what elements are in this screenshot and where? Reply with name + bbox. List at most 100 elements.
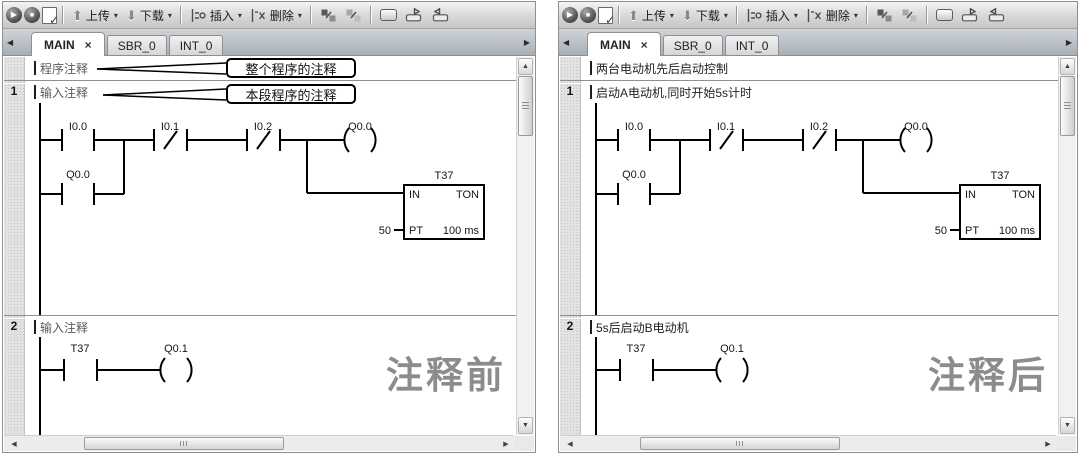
network-1-comment[interactable]: 输入注释 bbox=[40, 85, 89, 100]
dropdown-arrow-icon[interactable]: ▾ bbox=[793, 10, 798, 20]
network-1-comment[interactable]: 启动A电动机,同时开始5s计时 bbox=[596, 85, 753, 100]
dropdown-arrow-icon[interactable]: ▾ bbox=[669, 10, 674, 20]
project-compare-button[interactable] bbox=[317, 7, 340, 24]
tab-scroll-right-button[interactable]: ▶ bbox=[523, 38, 530, 47]
ladder-editor[interactable]: 程序注释 1 输入注释 bbox=[4, 57, 534, 435]
horizontal-scrollbar[interactable]: ◀ ▶ bbox=[4, 435, 514, 451]
next-bookmark-button[interactable] bbox=[958, 7, 982, 23]
tab-scroll-right-button[interactable]: ▶ bbox=[1065, 38, 1072, 47]
network-comment-row[interactable]: 输入注释 bbox=[34, 319, 88, 335]
compile-button[interactable]: ✓ bbox=[598, 6, 615, 27]
timer-type-label: TON bbox=[1012, 189, 1035, 201]
vertical-scrollbar[interactable]: ▲ ▼ bbox=[1058, 57, 1076, 435]
scroll-up-button[interactable]: ▲ bbox=[1060, 58, 1075, 75]
check-icon: ✓ bbox=[604, 12, 615, 27]
network-2-comment[interactable]: 5s后启动B电动机 bbox=[596, 320, 689, 335]
delete-network-icon bbox=[251, 8, 265, 22]
run-button[interactable]: ▶ bbox=[562, 7, 578, 23]
dropdown-arrow-icon[interactable]: ▾ bbox=[853, 10, 858, 20]
compile-button[interactable]: ✓ bbox=[42, 6, 59, 26]
program-comment-row[interactable]: 程序注释 bbox=[34, 60, 88, 76]
dropdown-arrow-icon[interactable]: ▾ bbox=[723, 10, 728, 20]
tab-int0[interactable]: INT_0 bbox=[168, 35, 224, 55]
tab-sbr0[interactable]: SBR_0 bbox=[106, 35, 167, 55]
insert-network-button[interactable]: 插入 ▾ bbox=[743, 6, 801, 25]
download-button[interactable]: ⬇ 下载 ▾ bbox=[123, 6, 175, 25]
tab-int0[interactable]: INT_0 bbox=[724, 35, 780, 55]
program-comment[interactable]: 两台电动机先后启动控制 bbox=[596, 61, 729, 76]
network-comment-row[interactable]: 启动A电动机,同时开始5s计时 bbox=[590, 84, 752, 100]
insert-network-button[interactable]: 插入 ▾ bbox=[187, 6, 245, 25]
toolbar-separator bbox=[865, 6, 868, 24]
tab-sbr0[interactable]: SBR_0 bbox=[662, 35, 723, 55]
scroll-down-button[interactable]: ▼ bbox=[518, 417, 533, 434]
scroll-right-button[interactable]: ▶ bbox=[503, 440, 509, 448]
network-number: 2 bbox=[10, 319, 18, 333]
tab-main[interactable]: MAIN × bbox=[31, 32, 105, 56]
next-bookmark-button[interactable] bbox=[402, 7, 426, 23]
tab-scroll-left-button[interactable]: ◀ bbox=[7, 38, 14, 47]
horizontal-scroll-thumb[interactable] bbox=[640, 437, 840, 450]
project-compare-button-disabled[interactable] bbox=[342, 7, 365, 24]
scroll-left-button[interactable]: ◀ bbox=[567, 440, 573, 448]
project-compare-button-disabled[interactable] bbox=[898, 7, 921, 24]
delete-network-icon bbox=[807, 8, 821, 22]
dropdown-arrow-icon[interactable]: ▾ bbox=[237, 10, 242, 20]
toolbar-separator bbox=[62, 6, 64, 24]
comment-cursor-bar bbox=[590, 320, 592, 334]
close-icon[interactable]: × bbox=[640, 37, 648, 52]
prev-bookmark-button[interactable] bbox=[428, 7, 452, 23]
toolbar-separator bbox=[925, 6, 928, 24]
run-button[interactable]: ▶ bbox=[6, 7, 22, 23]
contact-label: I0.1 bbox=[717, 121, 735, 133]
ladder-network-1[interactable]: I0.0 I0.1 I0.2 Q0.0 Q0.0 T37 IN TON PT 1… bbox=[26, 103, 526, 315]
scroll-down-button[interactable]: ▼ bbox=[1060, 417, 1075, 434]
upload-button[interactable]: ⬆ 上传 ▾ bbox=[69, 6, 121, 25]
dropdown-arrow-icon[interactable]: ▾ bbox=[113, 10, 118, 20]
stop-button[interactable]: ■ bbox=[580, 7, 596, 23]
program-comment-row[interactable]: 两台电动机先后启动控制 bbox=[590, 60, 728, 76]
program-comment[interactable]: 程序注释 bbox=[40, 61, 89, 76]
coil-label: Q0.0 bbox=[348, 121, 372, 133]
delete-network-button[interactable]: 删除 ▾ bbox=[803, 6, 861, 25]
dropdown-arrow-icon[interactable]: ▾ bbox=[297, 10, 302, 20]
dropdown-arrow-icon[interactable]: ▾ bbox=[167, 10, 172, 20]
callout-program-comment: 整个程序的注释 bbox=[226, 58, 356, 78]
tab-scroll-left-button[interactable]: ◀ bbox=[563, 38, 570, 47]
scroll-right-button[interactable]: ▶ bbox=[1045, 440, 1051, 448]
vertical-scrollbar[interactable]: ▲ ▼ bbox=[516, 57, 534, 435]
upload-button[interactable]: ⬆ 上传 ▾ bbox=[625, 6, 677, 25]
network-comment-row[interactable]: 5s后启动B电动机 bbox=[590, 319, 689, 335]
ladder-editor[interactable]: 两台电动机先后启动控制 1 启动A电动机,同时开始5s计时 bbox=[560, 57, 1076, 435]
ladder-network-2[interactable]: T37 Q0.1 bbox=[582, 337, 1076, 435]
tab-main[interactable]: MAIN × bbox=[587, 32, 661, 56]
close-icon[interactable]: × bbox=[84, 37, 92, 52]
toggle-bookmark-button[interactable] bbox=[933, 8, 956, 22]
network-2-comment[interactable]: 输入注释 bbox=[40, 320, 89, 335]
ladder-network-2[interactable]: T37 Q0.1 bbox=[26, 337, 526, 435]
vertical-scroll-thumb[interactable] bbox=[518, 76, 533, 136]
network-gutter bbox=[4, 57, 25, 435]
contact-label: I0.2 bbox=[254, 121, 272, 133]
scroll-up-button[interactable]: ▲ bbox=[518, 58, 533, 75]
prev-bookmark-button[interactable] bbox=[984, 7, 1008, 23]
horizontal-scrollbar[interactable]: ◀ ▶ bbox=[560, 435, 1056, 451]
horizontal-scroll-thumb[interactable] bbox=[84, 437, 284, 450]
timer-pt-label: PT bbox=[409, 225, 423, 237]
ladder-network-1[interactable]: I0.0 I0.1 I0.2 Q0.0 Q0.0 T37 IN TON PT 1… bbox=[582, 103, 1076, 315]
toggle-bookmark-button[interactable] bbox=[377, 8, 400, 22]
delete-network-button[interactable]: 删除 ▾ bbox=[247, 6, 305, 25]
download-button[interactable]: ⬇ 下载 ▾ bbox=[679, 6, 731, 25]
network-comment-row[interactable]: 输入注释 bbox=[34, 84, 88, 100]
toolbar-separator bbox=[179, 6, 182, 24]
toolbar-separator bbox=[618, 6, 620, 24]
play-icon: ▶ bbox=[10, 10, 18, 19]
timer-time-base: 100 ms bbox=[999, 225, 1036, 237]
project-compare-button[interactable] bbox=[873, 7, 896, 24]
callout-connectors bbox=[96, 62, 227, 101]
microwin-window-after: ▶ ■ ✓ ⬆ 上传 ▾ ⬇ 下载 ▾ 插入 ▾ 删除 ▾ bbox=[558, 1, 1078, 453]
scroll-left-button[interactable]: ◀ bbox=[11, 440, 17, 448]
vertical-scroll-thumb[interactable] bbox=[1060, 76, 1075, 136]
watermark-label: 注释后 bbox=[928, 355, 1048, 396]
stop-button[interactable]: ■ bbox=[24, 7, 40, 23]
